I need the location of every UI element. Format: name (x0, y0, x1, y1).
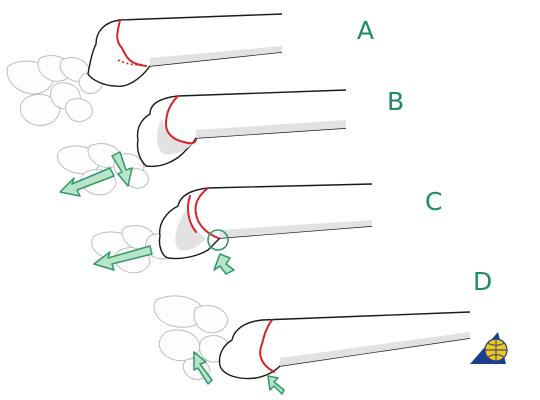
radius-bone-d (218, 311, 471, 380)
force-arrow-b2 (111, 151, 133, 187)
panel-label-d: D (473, 267, 492, 296)
panel-a: A (6, 13, 374, 126)
radius-bone-b (136, 89, 347, 168)
highlight-ring-c (207, 229, 229, 251)
panel-label-a: A (357, 16, 374, 45)
carpal-bones-a (6, 55, 103, 126)
force-arrow-b1 (59, 167, 115, 197)
panel-b: B (57, 87, 404, 197)
fracture-line-a (116, 19, 147, 67)
panel-d: D (153, 267, 492, 395)
fracture-line-c2 (187, 195, 197, 233)
force-arrow-c1 (93, 245, 153, 271)
panel-c: C (91, 183, 442, 275)
force-arrow-d2 (267, 375, 285, 395)
force-arrow-c2 (213, 253, 235, 275)
panel-label-b: B (387, 87, 404, 116)
radius-bone-a (87, 13, 283, 87)
triangle-globe-logo-icon (470, 332, 508, 364)
fracture-line-d (259, 319, 275, 373)
fracture-dotted-a (117, 59, 145, 66)
radius-bone-c (158, 183, 373, 260)
fracture-line-b (165, 95, 197, 145)
force-arrow-d1 (193, 351, 213, 385)
carpal-bones-d (153, 295, 231, 380)
panel-label-c: C (425, 187, 442, 216)
